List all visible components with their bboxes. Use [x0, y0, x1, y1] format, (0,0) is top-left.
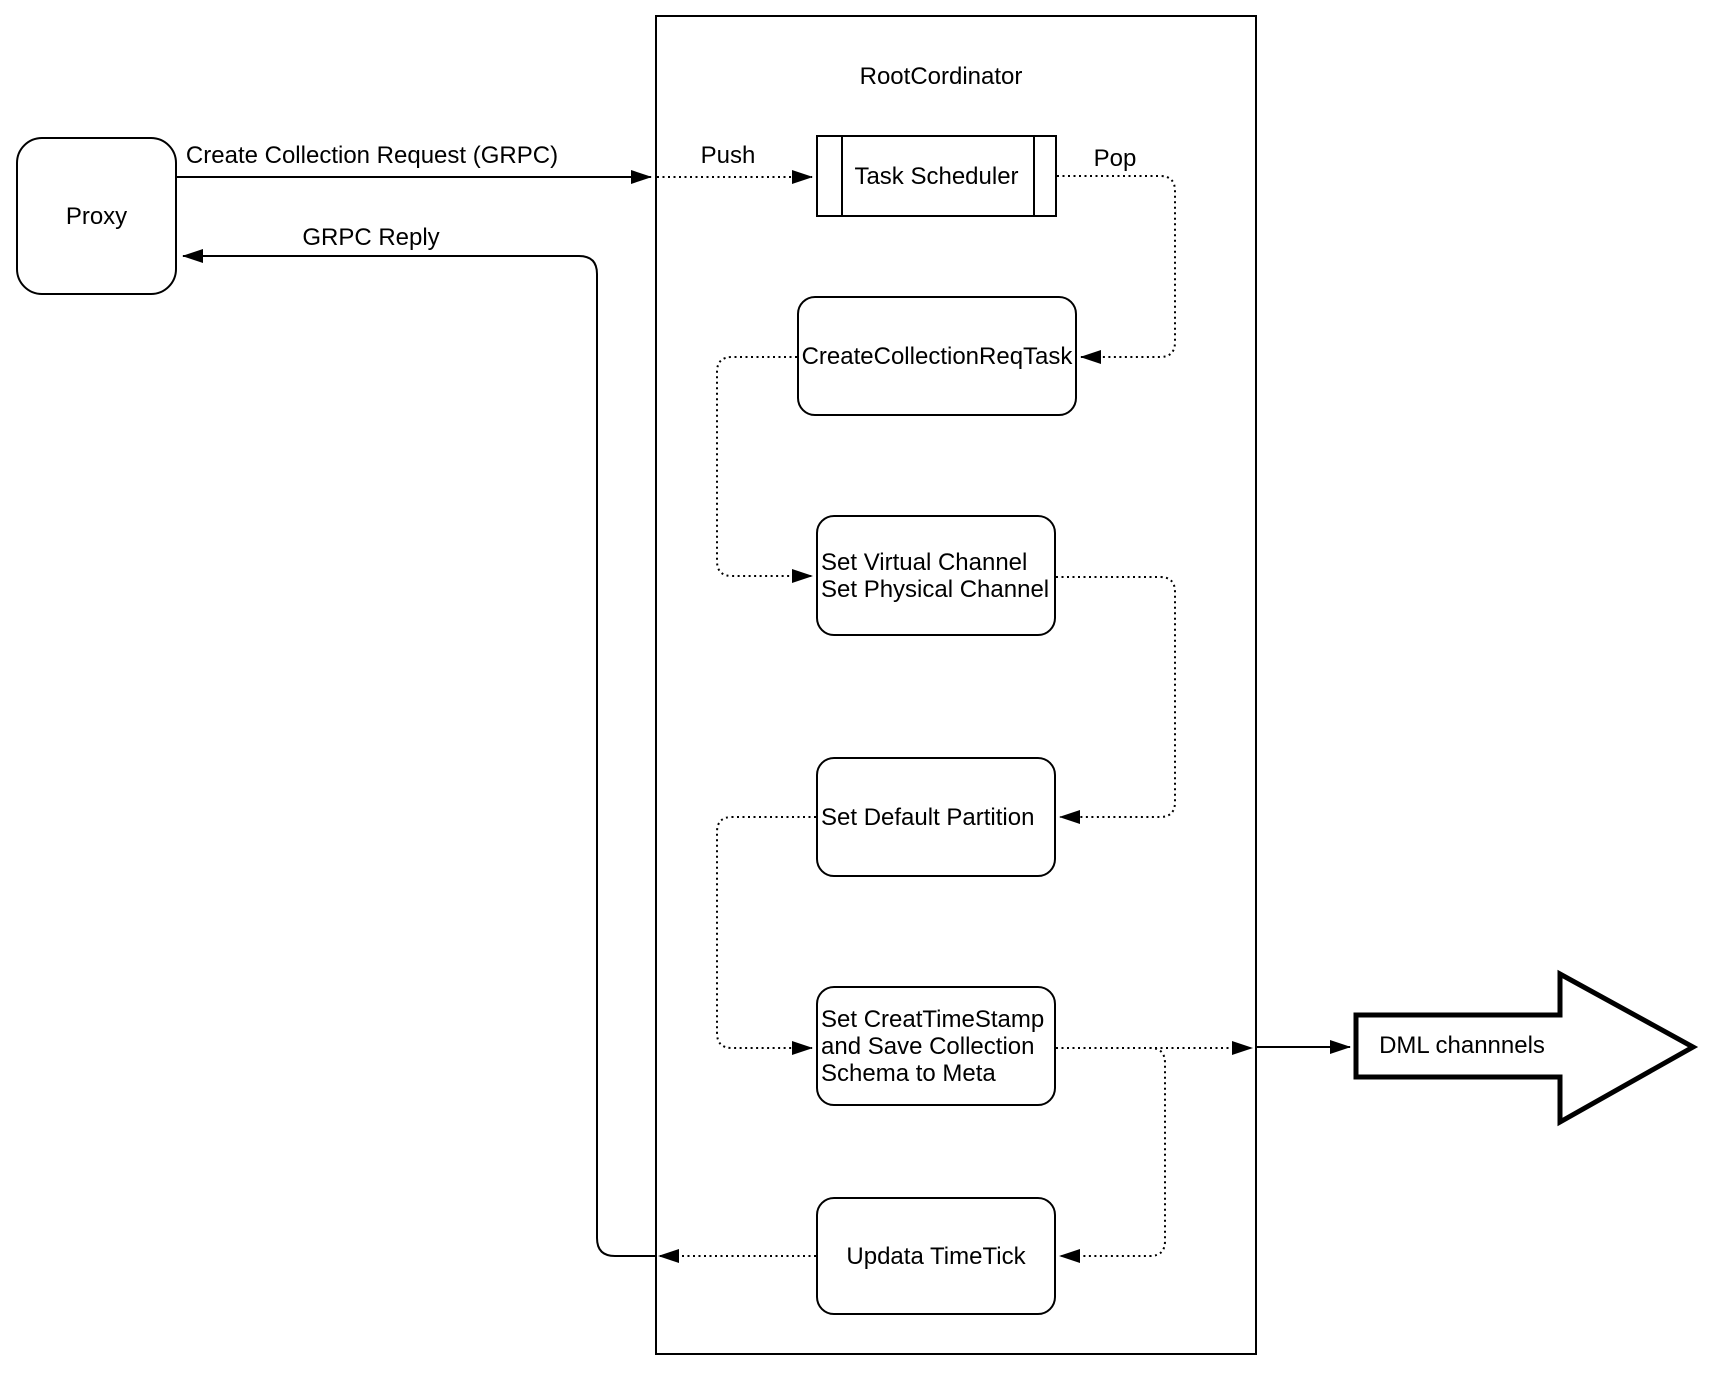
set-creat-timestamp-label: Set CreatTimeStamp and Save Collection S…	[821, 1005, 1045, 1087]
proxy-label: Proxy	[65, 202, 128, 230]
set-channels-node: Set Virtual Channel Set Physical Channel	[816, 515, 1056, 636]
edge-setchannels-to-setdefault	[1056, 576, 1176, 824]
queue-divider	[1033, 137, 1035, 215]
label-pop: Pop	[1093, 145, 1137, 172]
set-creat-timestamp-node: Set CreatTimeStamp and Save Collection S…	[816, 986, 1056, 1106]
task-scheduler-label: Task Scheduler	[854, 162, 1019, 190]
set-default-partition-node: Set Default Partition	[816, 757, 1056, 877]
root-coordinator-title: RootCordinator	[859, 63, 1023, 90]
edge-grpc-reply	[182, 249, 655, 1257]
create-collection-req-task-label: CreateCollectionReqTask	[801, 342, 1073, 370]
root-coordinator-container	[655, 15, 1257, 1355]
set-default-partition-label: Set Default Partition	[821, 803, 1035, 831]
updata-timetick-label: Updata TimeTick	[846, 1242, 1026, 1270]
create-collection-req-task-node: CreateCollectionReqTask	[797, 296, 1077, 416]
dml-channels-arrow	[1353, 969, 1699, 1127]
label-push: Push	[700, 142, 756, 169]
queue-divider	[841, 137, 843, 215]
task-scheduler-node: Task Scheduler	[816, 135, 1057, 217]
updata-timetick-node: Updata TimeTick	[816, 1197, 1056, 1315]
dml-channels-label: DML channnels	[1379, 1032, 1545, 1059]
edge-timestamp-to-timetick	[1056, 1047, 1166, 1263]
label-create-collection-request: Create Collection Request (GRPC)	[185, 142, 559, 169]
proxy-node: Proxy	[16, 137, 177, 295]
label-grpc-reply: GRPC Reply	[302, 224, 440, 251]
set-channels-label: Set Virtual Channel Set Physical Channel	[821, 548, 1050, 603]
